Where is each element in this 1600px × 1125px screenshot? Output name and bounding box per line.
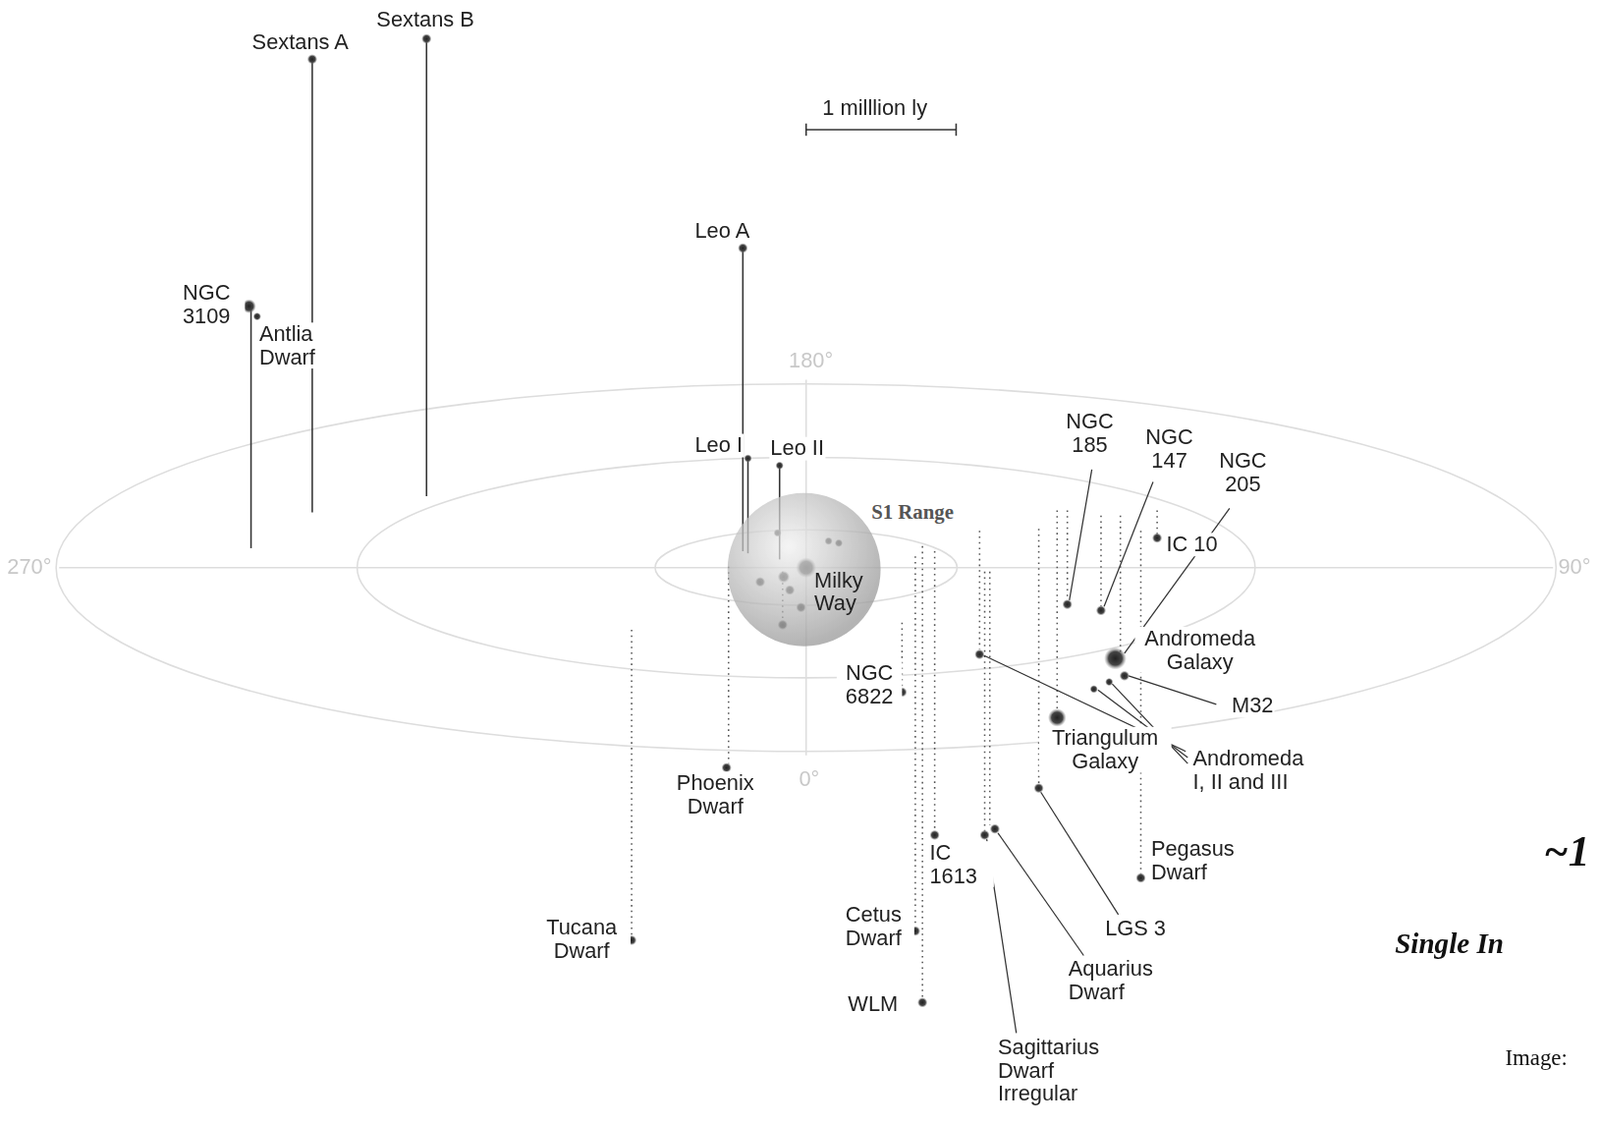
galaxy-name: Leo A (693, 219, 751, 243)
bearing-label: 0° (797, 767, 821, 791)
galaxy-name: Sextans B (375, 7, 476, 32)
galaxy-name: NGC 185 (1056, 410, 1122, 457)
range-sphere: S1 RangeMilky Way (726, 492, 883, 648)
galaxy-name: LGS 3 (1103, 916, 1167, 940)
galaxy-name: Phoenix Dwarf (661, 771, 770, 818)
galaxy-name: Milky Way (814, 569, 876, 615)
range-label: S1 Range (871, 499, 954, 524)
galaxy-name: Andromeda Galaxy (1134, 626, 1266, 673)
galaxy-name: NGC 205 (1210, 448, 1275, 496)
galaxy-name: IC 10 (1164, 532, 1218, 556)
galaxy-name: Cetus Dwarf (832, 903, 915, 950)
cropped-heading: ~1 (1543, 828, 1592, 876)
galaxy-name: NGC 147 (1136, 425, 1202, 472)
galaxy-name: Aquarius Dwarf (1067, 957, 1176, 1004)
bearing-label: 180° (787, 348, 834, 373)
galaxy-name: M32 (1230, 694, 1275, 718)
galaxy-name: Triangulum Galaxy (1039, 726, 1172, 773)
scale-label: 1 milllion ly (821, 97, 929, 121)
bearing-label: 90° (1556, 554, 1592, 579)
galaxy-name: Leo II (769, 437, 826, 461)
galaxy-name: NGC 3109 (181, 281, 245, 329)
galaxy-name: Sextans A (251, 30, 350, 55)
galaxy-name: WLM (846, 992, 899, 1016)
bearing-label: 270° (5, 554, 53, 579)
galaxy-name: NGC 6822 (836, 661, 902, 708)
galaxy-name: Sagittarius Dwarf Irregular (996, 1036, 1113, 1106)
galaxy-name: Leo I (693, 434, 744, 458)
galaxy-name: Tucana Dwarf (532, 915, 631, 962)
galaxy-name: Pegasus Dwarf (1150, 836, 1267, 883)
galaxy-name: IC 1613 (928, 840, 994, 887)
image-credit: Image: (1503, 1045, 1569, 1070)
cropped-subheading: Single In (1393, 928, 1505, 959)
galaxy-name: Antlia Dwarf (258, 322, 342, 369)
galaxy-name: Andromeda I, II and III (1191, 747, 1315, 794)
